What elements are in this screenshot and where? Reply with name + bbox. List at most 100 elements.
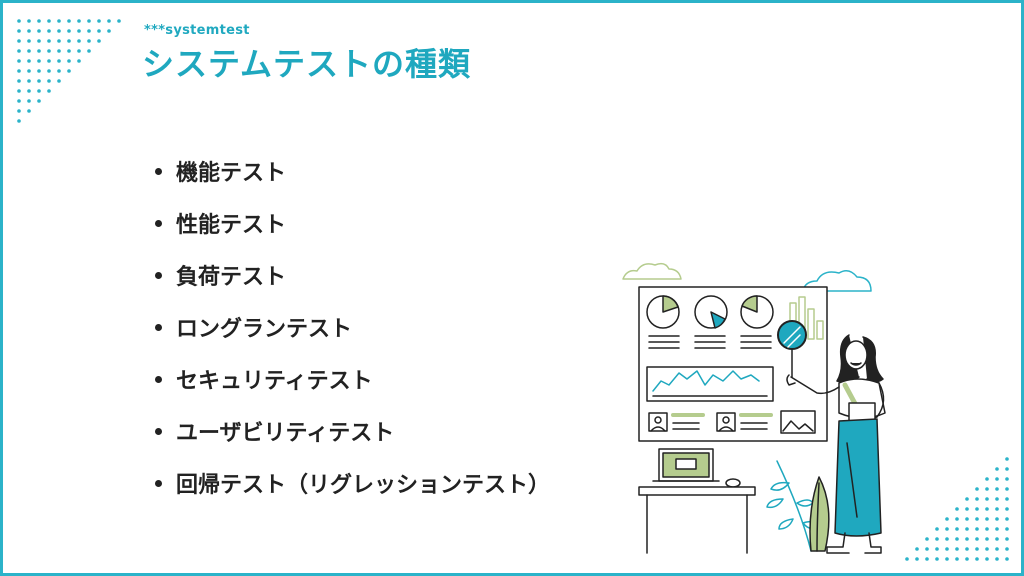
decorative-dot — [995, 547, 999, 551]
decorative-dot — [965, 537, 969, 541]
list-item-regression-test: 回帰テスト（リグレッションテスト） — [155, 457, 550, 509]
decorative-dot — [955, 517, 959, 521]
decorative-dot — [57, 29, 61, 33]
decorative-dot — [17, 109, 21, 113]
decorative-dot — [985, 477, 989, 481]
decorative-dot — [985, 557, 989, 561]
decorative-dot — [27, 19, 31, 23]
decorative-dot — [945, 547, 949, 551]
decorative-dot — [47, 49, 51, 53]
decorative-dot — [87, 29, 91, 33]
decorative-dot — [925, 547, 929, 551]
bullet-icon — [155, 427, 162, 435]
decorative-dot — [57, 59, 61, 63]
decorative-dot — [57, 19, 61, 23]
decorative-dot — [27, 99, 31, 103]
decorative-dot — [985, 547, 989, 551]
decorative-dot — [1005, 457, 1009, 461]
decorative-dot — [17, 99, 21, 103]
decorative-dot — [37, 69, 41, 73]
decorative-dot — [945, 517, 949, 521]
decorative-dots-bottom-right — [905, 457, 1009, 561]
decorative-dot — [1005, 547, 1009, 551]
decorative-dot — [975, 497, 979, 501]
bullet-icon — [155, 375, 162, 383]
decorative-dot — [935, 557, 939, 561]
decorative-dot — [27, 59, 31, 63]
decorative-dot — [77, 39, 81, 43]
decorative-dot — [67, 39, 71, 43]
list-item-security-test: セキュリティテスト — [155, 353, 550, 405]
decorative-dot — [57, 79, 61, 83]
decorative-dot — [995, 477, 999, 481]
decorative-dot — [955, 527, 959, 531]
decorative-dot — [905, 557, 909, 561]
decorative-dot — [17, 39, 21, 43]
list-item-label: 性能テスト — [176, 213, 287, 238]
decorative-dot — [17, 79, 21, 83]
decorative-dot — [37, 99, 41, 103]
decorative-dot — [67, 49, 71, 53]
decorative-dot — [965, 497, 969, 501]
decorative-dot — [995, 507, 999, 511]
decorative-dot — [17, 89, 21, 93]
decorative-dot — [975, 557, 979, 561]
decorative-dot — [57, 39, 61, 43]
decorative-dot — [27, 89, 31, 93]
decorative-dot — [67, 19, 71, 23]
decorative-dot — [985, 507, 989, 511]
decorative-dot — [87, 19, 91, 23]
decorative-dot — [985, 487, 989, 491]
decorative-dot — [965, 517, 969, 521]
decorative-dot — [27, 69, 31, 73]
decorative-dot — [995, 497, 999, 501]
decorative-dot — [985, 537, 989, 541]
list-item-label: ロングランテスト — [176, 317, 353, 342]
decorative-dot — [97, 29, 101, 33]
decorative-dot — [27, 39, 31, 43]
decorative-dot — [27, 109, 31, 113]
decorative-dot — [945, 527, 949, 531]
decorative-dot — [945, 537, 949, 541]
decorative-dot — [995, 467, 999, 471]
list-item-long-run-test: ロングランテスト — [155, 301, 550, 353]
header-subtitle: ***systemtest — [144, 23, 250, 38]
decorative-dot — [975, 537, 979, 541]
decorative-dot — [47, 59, 51, 63]
decorative-dot — [27, 49, 31, 53]
decorative-dot — [107, 29, 111, 33]
decorative-dot — [1005, 497, 1009, 501]
decorative-dot — [97, 39, 101, 43]
bullet-icon — [155, 219, 162, 227]
list-item-label: 機能テスト — [176, 161, 287, 186]
decorative-dot — [37, 29, 41, 33]
decorative-dot — [975, 507, 979, 511]
decorative-dot — [995, 517, 999, 521]
decorative-dot — [955, 507, 959, 511]
decorative-dot — [87, 49, 91, 53]
decorative-dot — [37, 79, 41, 83]
decorative-dot — [37, 59, 41, 63]
decorative-dot — [57, 69, 61, 73]
decorative-dot — [915, 557, 919, 561]
decorative-dot — [975, 547, 979, 551]
decorative-dot — [17, 29, 21, 33]
decorative-dot — [995, 487, 999, 491]
decorative-dot — [47, 69, 51, 73]
list-item-label: ユーザビリティテスト — [176, 421, 395, 446]
decorative-dot — [995, 527, 999, 531]
decorative-dot — [67, 69, 71, 73]
decorative-dot — [97, 19, 101, 23]
decorative-dot — [995, 557, 999, 561]
decorative-dot — [1005, 487, 1009, 491]
decorative-dot — [77, 49, 81, 53]
decorative-dot — [67, 59, 71, 63]
decorative-dot — [87, 39, 91, 43]
decorative-dot — [965, 507, 969, 511]
decorative-dot — [935, 537, 939, 541]
decorative-dot — [955, 547, 959, 551]
decorative-dot — [975, 527, 979, 531]
decorative-dot — [77, 19, 81, 23]
decorative-dot — [945, 557, 949, 561]
